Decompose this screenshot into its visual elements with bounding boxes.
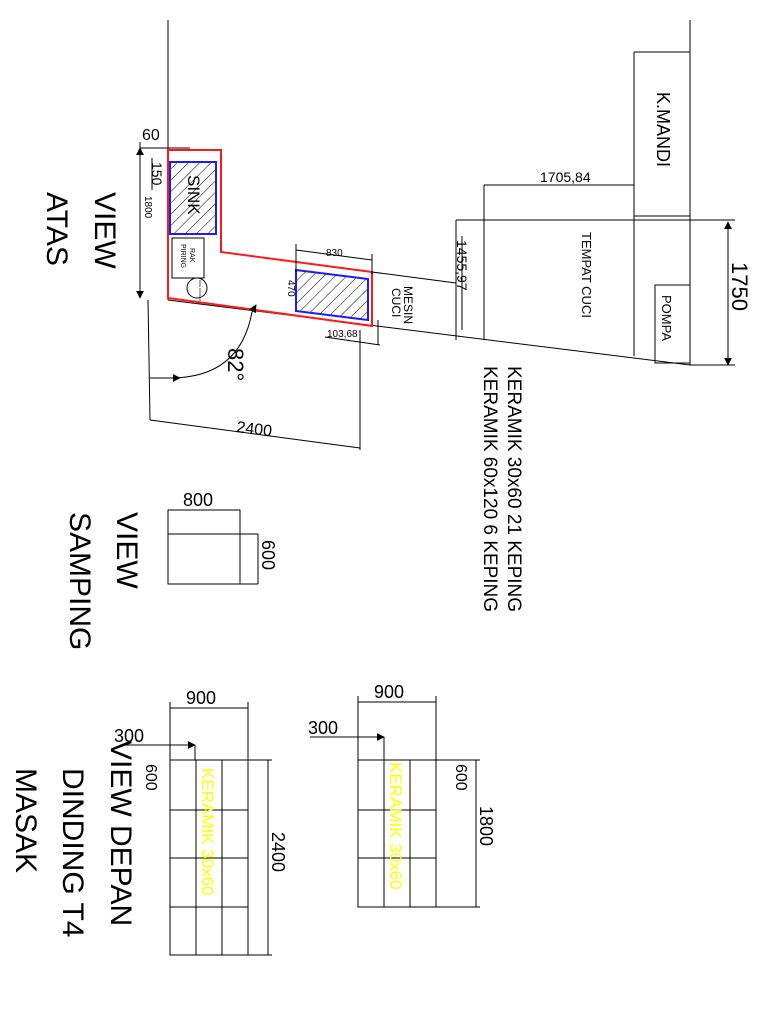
dim-830-label: 830 [326,248,343,259]
right-dim-900-label: 900 [374,682,404,702]
left-dim-600-label: 600 [142,764,159,791]
left-dim-2400-label: 2400 [268,832,288,872]
dim-800-label: 800 [183,490,213,510]
view-depan-left: 900 300 600 2400 KERAMIK 30x60 VIEW DEPA… [9,688,288,956]
pompa-label: POMPA [659,295,674,341]
dim-470-label: 470 [285,280,296,297]
door-swing [169,311,253,379]
left-dim-900-label: 900 [186,688,216,708]
view-depan-right: 900 300 600 1800 KERAMIK 30x60 [308,682,496,908]
right-dim-1800-label: 1800 [476,806,496,846]
rak-piring-box [171,237,205,279]
left-dim-300-label: 300 [114,726,144,746]
stove [295,268,369,322]
view-samping: VIEW SAMPING 800 600 [63,490,278,650]
right-tile-label: KERAMIK 30x60 [386,762,405,890]
left-tile-label: KERAMIK 30x60 [198,768,217,896]
dim-1750-label: 1750 [727,262,752,311]
dim-1705-label: 1705,84 [540,169,591,185]
sink-label: SINK [184,175,203,215]
right-dim-600-label: 600 [452,764,469,791]
dim-1455-label: 1455,97 [454,240,470,291]
note-line-2: KERAMIK 60x120 6 KEPING [479,366,500,612]
kmandi-label: K.MANDI [653,92,673,167]
note-line-1: KERAMIK 30x60 21 KEPING [503,366,524,612]
rice-cooker-icon [186,277,208,299]
rak-label-1: RAK [188,248,195,263]
tempat-cuci-label: TEMPAT CUCI [579,232,594,318]
rak-label-2: PIRING [179,244,186,268]
view-depan-title-1: VIEW DEPAN [104,740,137,926]
angle-label: 82° [223,348,248,381]
view-atas-title-1: VIEW [88,192,121,269]
view-atas-title-2: ATAS [40,192,73,266]
view-atas: VIEW ATAS 60 150 1800 SINK RAK PIRING RI… [40,20,752,450]
view-samping-title-2: SAMPING [63,512,96,650]
dim-150-label: 150 [149,162,165,186]
view-samping-title-1: VIEW [110,512,143,589]
mesin-cuci-label-1: MESIN [401,286,415,324]
dim-1800-label: 1800 [142,196,153,219]
dim-60-label: 60 [142,127,160,144]
dim-600-label: 600 [258,540,278,570]
dim-103-label: 103,68 [327,329,358,340]
pompa-box [654,284,691,364]
view-depan-title-2: DINDING T4 [56,768,89,937]
dim-2400-label: 2400 [236,419,274,440]
view-depan-title-3: MASAK [9,768,42,873]
sink [169,161,217,235]
right-dim-300-label: 300 [308,718,338,738]
mesin-cuci-label-2: CUCI [389,288,403,317]
keramik-notes: KERAMIK 30x60 21 KEPING KERAMIK 60x120 6… [479,366,524,612]
rice-cooker-label: RICE COOKER [198,280,202,302]
